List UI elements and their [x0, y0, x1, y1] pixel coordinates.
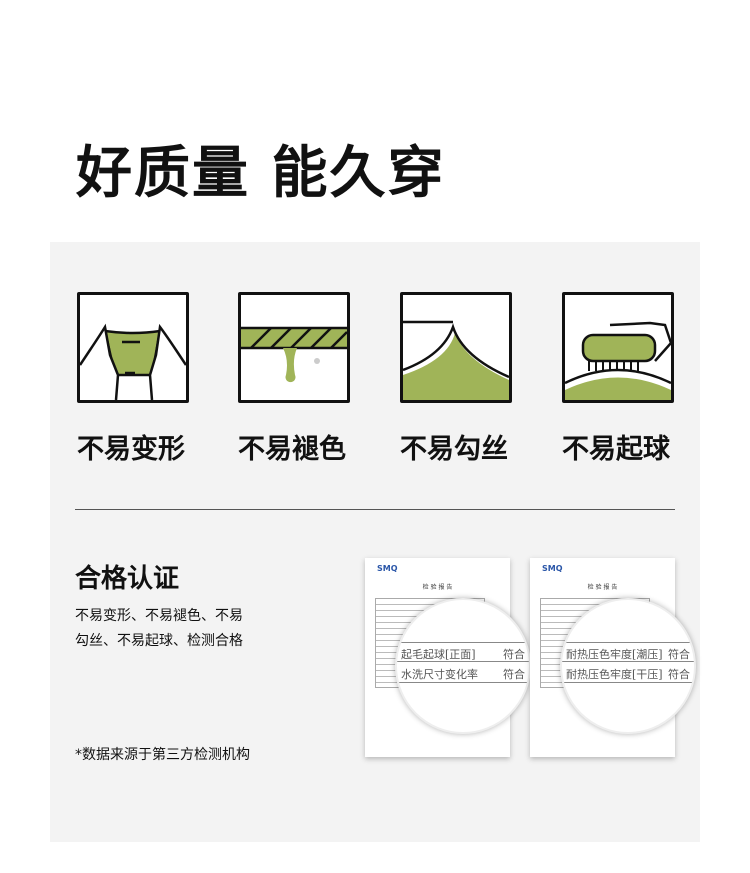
- test-report-1: SMQ 检 验 报 告 起毛起球[正面] 符合 水洗尺寸变化率 符合: [365, 558, 531, 757]
- brush-fabric-icon: [562, 292, 674, 403]
- row-result: 符合: [668, 648, 690, 661]
- report-row: 耐热压色牢度[潮压] 符合: [562, 642, 694, 662]
- feature-label: 不易勾丝: [400, 434, 508, 465]
- hands-stretch-icon: [77, 292, 189, 403]
- report-title: 检 验 报 告: [422, 584, 453, 591]
- report-title: 检 验 报 告: [587, 584, 618, 591]
- report-row: 起毛起球[正面] 符合: [397, 642, 529, 662]
- feature-label: 不易起球: [562, 434, 670, 465]
- page-title: 好质量 能久穿: [76, 141, 446, 206]
- quality-panel: 不易变形 不易褪色 不易勾丝 不易起球 合格认证 不易变形、不易褪色、不易勾丝、…: [50, 242, 700, 842]
- row-result: 符合: [668, 668, 690, 681]
- row-result: 符合: [503, 648, 525, 661]
- test-report-2: SMQ 检 验 报 告 耐热压色牢度[潮压] 符合 耐热压色牢度[干压] 符合: [530, 558, 696, 757]
- row-item: 耐热压色牢度[干压]: [566, 668, 663, 681]
- source-note: *数据来源于第三方检测机构: [75, 747, 250, 763]
- row-item: 水洗尺寸变化率: [401, 668, 478, 681]
- row-item: 耐热压色牢度[潮压]: [566, 648, 663, 661]
- cert-description: 不易变形、不易褪色、不易勾丝、不易起球、检测合格: [75, 608, 243, 649]
- feature-label: 不易变形: [77, 434, 185, 465]
- dripping-rope-icon: [238, 292, 350, 403]
- report-row: 水洗尺寸变化率 符合: [397, 663, 529, 683]
- report-row: 耐热压色牢度[干压] 符合: [562, 663, 694, 683]
- row-item: 起毛起球[正面]: [401, 648, 476, 661]
- divider: [75, 509, 675, 510]
- magnifier: 起毛起球[正面] 符合 水洗尺寸变化率 符合: [395, 598, 531, 734]
- feature-label: 不易褪色: [238, 434, 346, 465]
- snag-fabric-icon: [400, 292, 512, 403]
- feature-no-snag: 不易勾丝: [400, 292, 512, 465]
- report-logo: SMQ: [377, 564, 398, 573]
- feature-no-pill: 不易起球: [562, 292, 674, 465]
- feature-no-fade: 不易褪色: [238, 292, 350, 465]
- cert-title: 合格认证: [75, 564, 180, 594]
- magnifier: 耐热压色牢度[潮压] 符合 耐热压色牢度[干压] 符合: [560, 598, 696, 734]
- row-result: 符合: [503, 668, 525, 681]
- feature-no-deform: 不易变形: [77, 292, 189, 465]
- report-logo: SMQ: [542, 564, 563, 573]
